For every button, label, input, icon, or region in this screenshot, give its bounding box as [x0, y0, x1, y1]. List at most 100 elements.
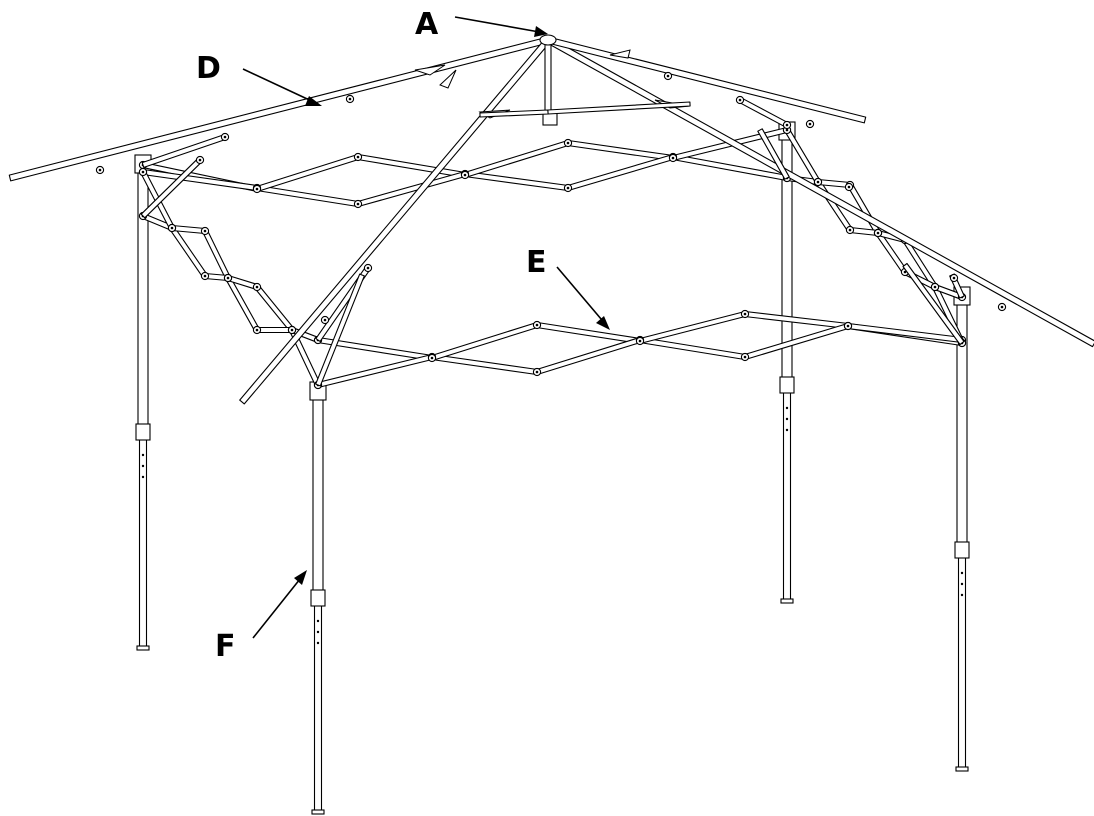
rafter-fin-3 [609, 49, 631, 59]
truss-left-bar-a-4 [254, 284, 295, 333]
leg-left-outer [137, 157, 149, 433]
roof-rafters [8, 36, 1094, 405]
truss-back-joint-low-4-pin [566, 186, 570, 190]
truss-right-joint-low-0-pin [785, 128, 789, 132]
truss-back-bar-a-4 [567, 139, 674, 162]
truss-front-joint-top-4-pin [743, 312, 747, 316]
truss-left-joint-low-0-pin [141, 170, 145, 174]
truss-right-joint-low-1-pin [816, 180, 820, 184]
frame-details [95, 34, 1007, 325]
leg-front-slider [310, 589, 326, 607]
truss-front-bar-b-5 [847, 322, 963, 344]
rafter-front [239, 37, 551, 405]
leg-left-hole-2 [141, 464, 145, 468]
truss-front-bar-b-3 [638, 311, 747, 344]
hub-spoke-right [547, 101, 691, 115]
rafter-fitting-9-pin [366, 266, 370, 270]
rafter-left [8, 36, 550, 182]
rafter-fitting-7-pin [952, 276, 956, 280]
leg-front-hole-3 [316, 641, 320, 645]
leg-back-foot [780, 598, 794, 604]
label-f: F [215, 629, 236, 664]
rafter-fitting-8-pin [1000, 305, 1004, 309]
leg-left-slider [135, 423, 151, 441]
truss-left-bar-a-1 [169, 226, 208, 278]
label-e: E [526, 245, 547, 280]
truss-back-bar-b-4 [566, 154, 675, 191]
leg-left-inner [138, 431, 148, 649]
truss-right-joint-low-5-pin [933, 285, 937, 289]
rafter-fitting-2-pin [348, 97, 352, 101]
truss-front-joint-low-4-pin [743, 355, 747, 359]
truss-back-bar-b-1 [255, 154, 360, 192]
truss-right-joint-low-4-pin [903, 270, 907, 274]
truss-back-joint-low-1-pin [255, 187, 259, 191]
leg-back-hole-1 [785, 406, 789, 410]
top-hub [539, 34, 557, 46]
leg-front-hole-1 [316, 619, 320, 623]
scissor-trusses [138, 125, 967, 390]
truss-left-bar-b-4 [256, 326, 293, 334]
leg-right-hole-3 [960, 593, 964, 597]
leg-back-hole-2 [785, 417, 789, 421]
truss-back-joint-top-4-pin [566, 141, 570, 145]
truss-front-bar-b-1 [430, 322, 539, 361]
leader-a-arrowhead [534, 26, 548, 37]
truss-back-bar-b-0 [142, 168, 258, 192]
label-a: A [415, 7, 439, 42]
truss-front-joint-top-2-pin [535, 323, 539, 327]
rafter-fitting-1-pin [223, 135, 227, 139]
leader-f-arrowhead [294, 570, 307, 585]
truss-left-joint-top-2-pin [203, 229, 207, 233]
rafter-fitting-13-pin [876, 231, 880, 235]
leg-back-slider [779, 376, 795, 394]
truss-front-joint-low-5-pin [846, 324, 850, 328]
rafter-fitting-5-pin [785, 123, 789, 127]
callouts: A D E F [196, 7, 610, 664]
rafter-fitting-11-pin [198, 158, 202, 162]
truss-left-joint-low-3-pin [226, 276, 230, 280]
truss-back-bar-a-1 [256, 184, 359, 208]
truss-front-bar-a-2 [536, 321, 641, 345]
truss-front-bar-b-0 [316, 354, 434, 388]
truss-left-joint-low-5-pin [290, 328, 294, 332]
strut-right-lower [902, 262, 965, 346]
truss-front-bar-a-4 [744, 310, 849, 330]
truss-front-bar-a-3 [639, 336, 746, 361]
truss-left-joint-top-4-pin [255, 285, 259, 289]
truss-front-bar-b-2 [535, 337, 642, 375]
leader-f [252, 573, 305, 639]
rafter-fitting-6-pin [808, 122, 812, 126]
center-pole [544, 39, 552, 119]
rafter-fitting-0-pin [98, 168, 102, 172]
leg-left-foot [136, 645, 150, 651]
rafter-right [545, 36, 1094, 348]
rafter-fin-4 [439, 69, 457, 89]
leg-right-foot [955, 766, 969, 772]
truss-left-joint-low-2-pin [203, 274, 207, 278]
leg-right-slider [954, 541, 970, 559]
truss-back-bar-a-3 [464, 170, 569, 192]
rafter-fin-0 [414, 64, 446, 76]
leader-e-arrowhead [596, 316, 610, 330]
leg-front-outer [312, 384, 324, 599]
leg-left-hole-3 [141, 475, 145, 479]
leg-left-hole-1 [141, 453, 145, 457]
rafter-fitting-4-pin [738, 98, 742, 102]
truss-left-joint-low-1-pin [170, 226, 174, 230]
truss-front-joint-low-3-pin [638, 339, 642, 343]
leg-back-inner [782, 384, 792, 602]
truss-back-joint-top-2-pin [356, 155, 360, 159]
truss-front-bar-a-1 [431, 353, 538, 376]
truss-left-bar-a-2 [202, 229, 231, 280]
strut-back-lower [757, 128, 790, 180]
leader-e [556, 266, 608, 327]
truss-back-joint-low-2-pin [356, 202, 360, 206]
legs [134, 121, 971, 815]
truss-back-joint-low-3-pin [463, 173, 467, 177]
truss-front-bar-b-4 [743, 323, 850, 360]
rafter-fitting-3-pin [666, 74, 670, 78]
leader-d [242, 68, 319, 105]
leg-front-hole-2 [316, 630, 320, 634]
